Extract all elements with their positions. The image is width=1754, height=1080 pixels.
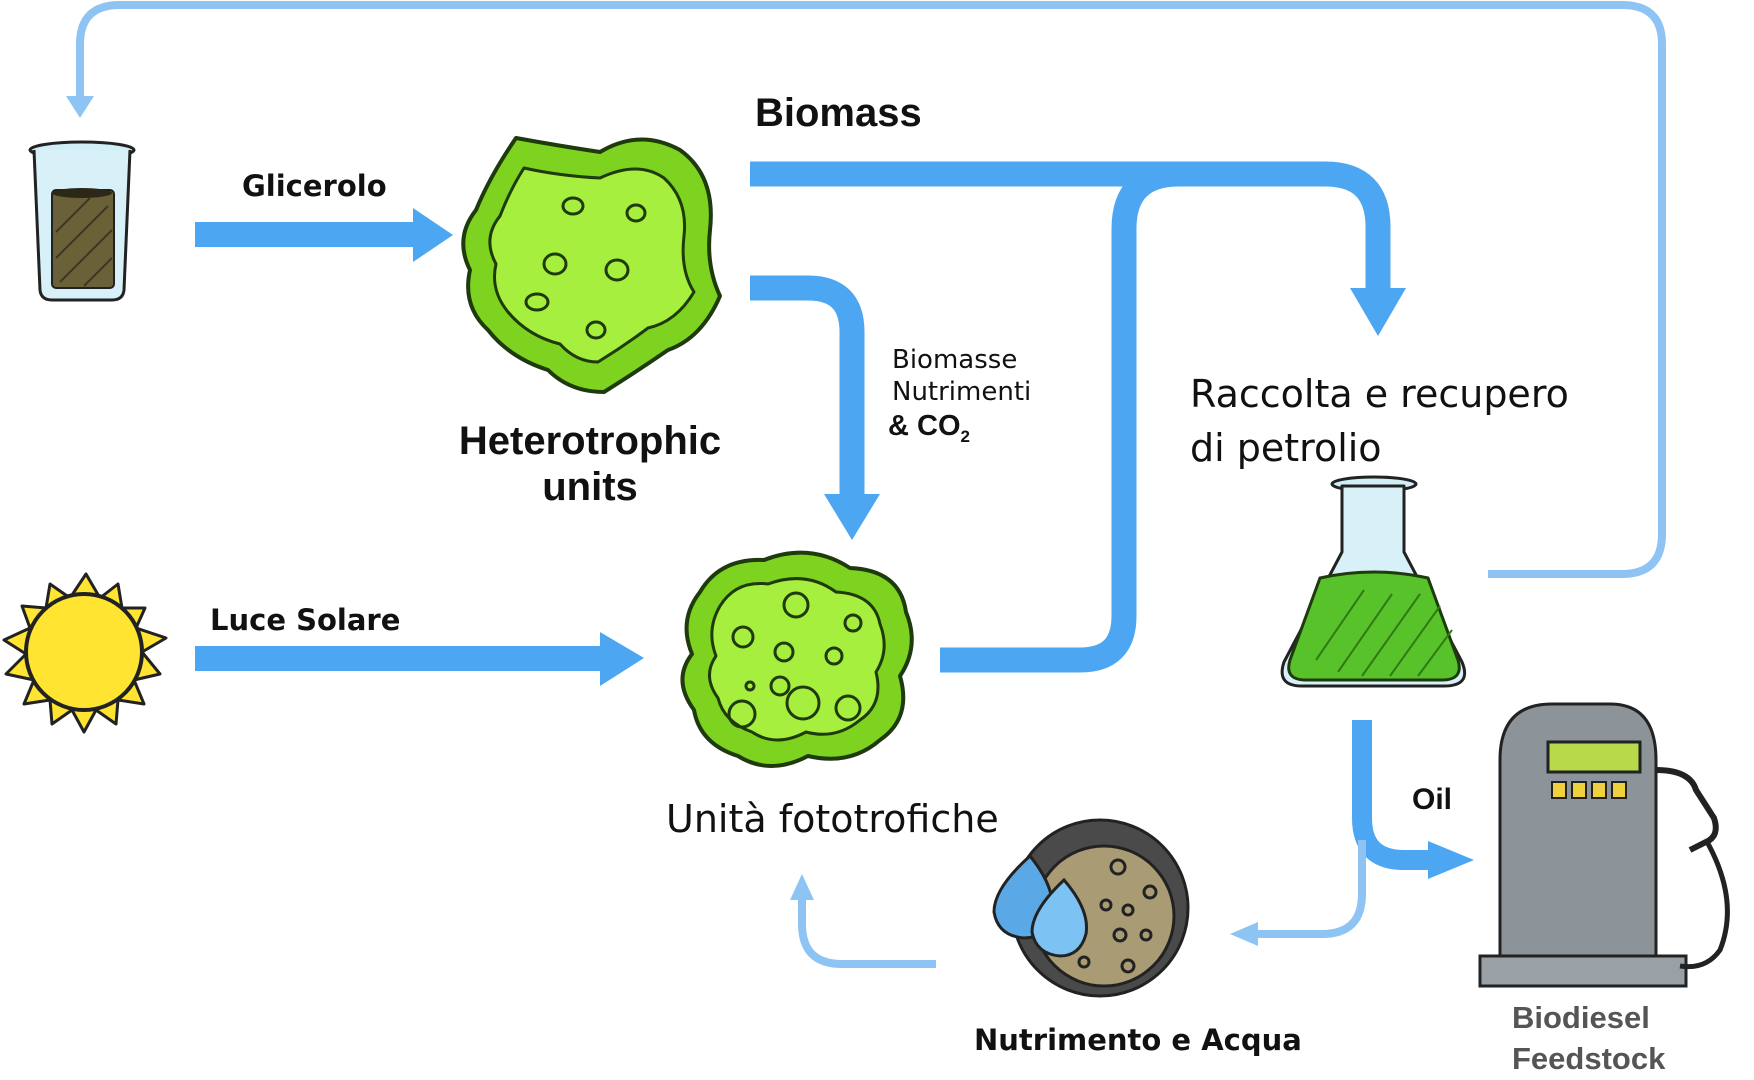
nutrients-to-phototrophic-arrow — [790, 874, 936, 968]
fuel-pump-icon — [1478, 702, 1730, 988]
co2-subscript: 2 — [960, 426, 970, 446]
recycle-to-nutrients-arrow — [1230, 840, 1366, 946]
nutrient-dish-icon — [992, 818, 1190, 998]
return-loop-arrowhead — [66, 96, 94, 118]
co2-label: & CO2 — [888, 410, 970, 446]
biodiesel-label-line1: Biodiesel — [1512, 1000, 1650, 1035]
biomasse-down-arrow — [750, 275, 880, 540]
heterotrophic-label-line1: Heterotrophic — [458, 419, 722, 463]
nutrimento-acqua-label: Nutrimento e Acqua — [974, 1023, 1302, 1057]
luce-solare-arrow — [195, 632, 644, 686]
co2-prefix: & CO — [888, 410, 961, 442]
biomasse-nutrimenti-label: Biomasse Nutrimenti — [892, 345, 1031, 409]
return-loop-arrow — [76, 1, 1666, 578]
beaker-icon — [28, 140, 136, 302]
biomass-arrow — [750, 161, 1406, 336]
raccolta-label-line2: di petrolio — [1190, 425, 1382, 470]
sun-icon — [2, 572, 168, 734]
biomasse-label: Biomasse — [892, 345, 1018, 375]
oil-label: Oil — [1412, 783, 1453, 816]
glicerolo-arrow — [195, 208, 453, 262]
phototrophic-to-harvest-arrow — [940, 161, 1320, 673]
raccolta-label-line1: Raccolta e recupero — [1190, 372, 1569, 416]
biodiesel-label-line2: Feedstock — [1512, 1040, 1666, 1076]
oil-arrow — [1352, 720, 1474, 879]
unita-fototrofiche-label: Unità fototrofiche — [666, 797, 999, 841]
biomass-label: Biomass — [755, 91, 922, 135]
heterotrophic-cell-icon — [461, 136, 722, 394]
luce-solare-label: Luce Solare — [210, 603, 401, 637]
glicerolo-label: Glicerolo — [242, 169, 387, 203]
biodiesel-feedstock-label: Biodiesel Feedstock — [1512, 998, 1665, 1080]
heterotrophic-label-line2: units — [542, 465, 638, 509]
raccolta-label: Raccolta e recupero di petrolio — [1190, 368, 1569, 476]
nutrimenti-label: Nutrimenti — [892, 376, 1032, 407]
phototrophic-cell-icon — [680, 550, 914, 768]
heterotrophic-units-label: Heterotrophic units — [440, 418, 740, 510]
flask-icon — [1280, 475, 1467, 688]
